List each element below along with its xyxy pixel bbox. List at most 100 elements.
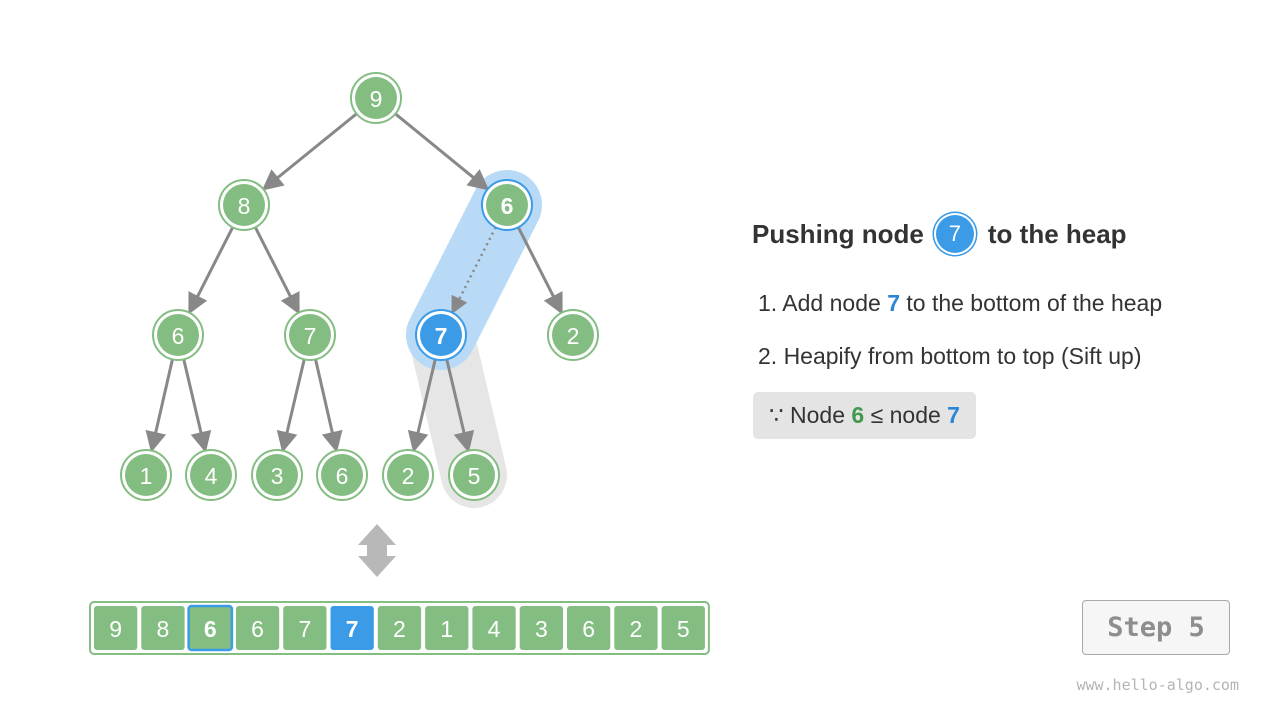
array-cell: 8 — [141, 606, 185, 650]
array-cell-box — [94, 606, 138, 650]
tree-edge — [261, 112, 358, 191]
watermark: www.hello-algo.com — [1076, 676, 1239, 694]
node-circle — [552, 314, 594, 356]
node-value: 2 — [402, 463, 415, 489]
tree-node: 6 — [481, 179, 533, 231]
tree-edge — [187, 226, 235, 315]
array-cell-value: 2 — [630, 616, 643, 642]
array-cell: 7 — [330, 606, 374, 650]
step-1-node: 7 — [887, 290, 900, 316]
array-cell-box — [377, 606, 422, 650]
node-circle — [486, 184, 528, 226]
comparison-note: ∵ Node 6 ≤ node 7 — [753, 392, 976, 439]
tree-node: 7 — [284, 309, 336, 361]
tree-edge-dotted — [451, 226, 497, 315]
step-indicator: Step 5 — [1082, 600, 1230, 655]
title-prefix: Pushing node — [752, 218, 924, 249]
array-cell-value: 7 — [298, 616, 311, 642]
node-circle — [125, 454, 167, 496]
array-cell-box — [614, 606, 658, 650]
node-circle — [190, 454, 232, 496]
array-cell-box — [661, 606, 705, 650]
note-parent-value: 6 — [851, 402, 865, 428]
tree-node: 2 — [382, 449, 434, 501]
tree-node: 6 — [316, 449, 368, 501]
node-value: 9 — [370, 86, 383, 112]
title-node-badge: 7 — [935, 215, 974, 253]
step-1-text: 1. Add node 7 to the bottom of the heap — [758, 290, 1162, 317]
array-cell: 2 — [614, 606, 658, 650]
node-value: 4 — [205, 463, 218, 489]
tree-node: 5 — [448, 449, 500, 501]
array-cell-value: 1 — [440, 616, 453, 642]
array-cell-value: 3 — [535, 616, 548, 642]
array-cell: 5 — [661, 606, 705, 650]
double-arrow-vertical-icon — [358, 524, 396, 577]
note-operator: ≤ node — [870, 402, 941, 428]
tree-node: 6 — [152, 309, 204, 361]
array-cell: 3 — [519, 606, 563, 650]
array-cell-value: 8 — [157, 616, 170, 642]
array-cell-box — [283, 606, 327, 650]
node-value: 7 — [435, 323, 448, 349]
node-circle — [256, 454, 298, 496]
array-cell: 9 — [94, 606, 138, 650]
node-value: 5 — [468, 463, 481, 489]
node-value: 7 — [304, 323, 317, 349]
tree-edge — [314, 359, 343, 453]
node-circle — [453, 454, 495, 496]
node-value: 6 — [336, 463, 349, 489]
array-cell-box — [567, 606, 611, 650]
node-value: 3 — [271, 463, 284, 489]
node-circle — [355, 77, 397, 119]
note-child-value: 7 — [947, 402, 960, 428]
array-cell-value: 9 — [109, 616, 122, 642]
array-cell-value: 2 — [393, 616, 406, 642]
array-cell-value: 6 — [251, 616, 264, 642]
tree-edge — [445, 358, 475, 453]
title-suffix: to the heap — [987, 218, 1127, 249]
tree-node: 3 — [251, 449, 303, 501]
array-cell-box — [187, 604, 234, 652]
array-cell-box — [235, 606, 280, 650]
array-cell: 4 — [472, 606, 516, 650]
array-cell-box — [472, 606, 516, 650]
array-cell-value: 6 — [582, 616, 595, 642]
tree-node: 7 — [415, 309, 467, 361]
tree-node: 1 — [120, 449, 172, 501]
tree-edge — [182, 358, 212, 453]
node-circle — [387, 454, 429, 496]
node-value: 2 — [567, 323, 580, 349]
array-cell: 7 — [283, 606, 327, 650]
array-cell-value: 6 — [204, 616, 217, 642]
tree-edge — [516, 226, 564, 315]
node-value: 8 — [238, 193, 251, 219]
array-cell: 6 — [187, 604, 234, 652]
array-cell-value: 7 — [346, 616, 359, 642]
array-cell: 1 — [425, 606, 469, 650]
array-cell-box — [519, 606, 563, 650]
node-circle — [420, 314, 462, 356]
tree-edge — [145, 359, 174, 453]
node-circle — [321, 454, 363, 496]
tree-edge — [276, 358, 306, 453]
tree-node: 8 — [218, 179, 270, 231]
tree-node: 4 — [185, 449, 237, 501]
node-circle — [223, 184, 265, 226]
node-value: 6 — [501, 193, 514, 219]
array-cell-value: 4 — [488, 616, 501, 642]
node-value: 6 — [172, 323, 185, 349]
tree-node: 9 — [350, 72, 402, 124]
tree-edge — [394, 112, 490, 191]
step-1-suffix: to the bottom of the heap — [906, 290, 1163, 316]
node-circle — [157, 314, 199, 356]
tree-edge — [253, 226, 301, 315]
array-cell: 6 — [567, 606, 611, 650]
node-value: 1 — [140, 463, 153, 489]
step-1-prefix: 1. Add node — [758, 290, 881, 316]
array-cell-value: 5 — [677, 616, 690, 642]
node-circle — [289, 314, 331, 356]
array-cell: 2 — [377, 606, 422, 650]
array-cell-box — [425, 606, 469, 650]
